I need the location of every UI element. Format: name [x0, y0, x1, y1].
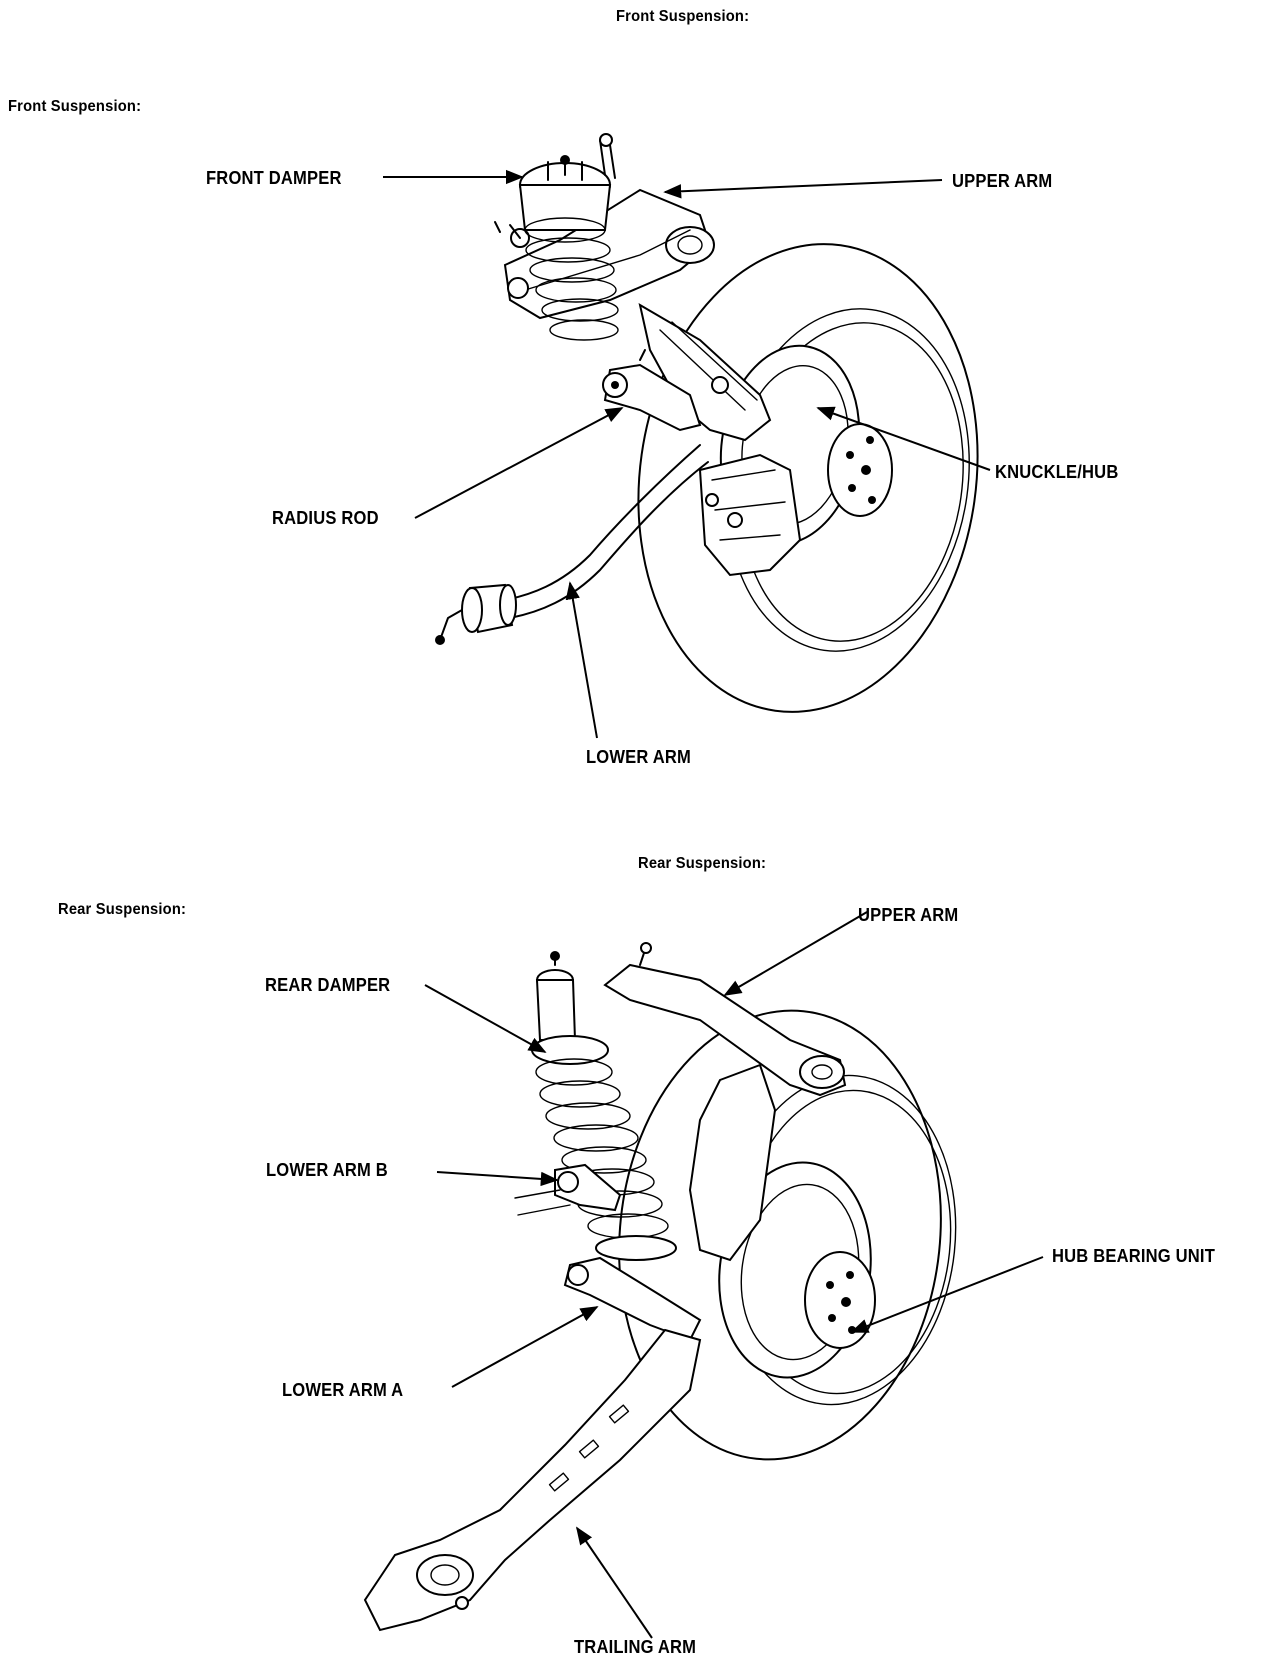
label-rear-upper-arm: UPPER ARM — [858, 905, 959, 925]
label-radius-rod: RADIUS ROD — [272, 508, 379, 528]
label-trailing-arm: TRAILING ARM — [574, 1637, 697, 1657]
front-section-title: Front Suspension: — [8, 98, 142, 115]
front-lower-arm — [435, 444, 709, 645]
label-knuckle-hub: KNUCKLE/HUB — [995, 462, 1119, 482]
rear-upper-arm — [603, 942, 847, 1097]
rear-leader-lines — [424, 911, 1044, 1639]
label-hub-bearing-unit: HUB BEARING UNIT — [1052, 1246, 1216, 1266]
rear-lower-arm-a — [563, 1256, 702, 1342]
front-page-header: Front Suspension: — [616, 8, 750, 25]
label-front-damper: FRONT DAMPER — [206, 168, 342, 188]
front-caliper — [698, 453, 802, 577]
front-suspension-drawing — [435, 133, 979, 713]
rear-trailing-arm — [363, 1328, 702, 1632]
front-tire — [637, 243, 979, 713]
front-leader-lines — [383, 169, 991, 739]
front-radius-rod — [602, 349, 702, 432]
rear-section-title: Rear Suspension: — [58, 901, 187, 918]
label-rear-damper: REAR DAMPER — [265, 975, 391, 995]
label-front-lower-arm: LOWER ARM — [586, 747, 691, 767]
label-lower-arm-b: LOWER ARM B — [266, 1160, 388, 1180]
rear-suspension-drawing — [363, 942, 957, 1632]
label-lower-arm-a: LOWER ARM A — [282, 1380, 404, 1400]
rear-damper — [531, 951, 677, 1261]
rear-knuckle — [688, 1063, 777, 1262]
label-front-upper-arm: UPPER ARM — [952, 171, 1053, 191]
rear-hub-bearing-unit — [804, 1251, 876, 1349]
rear-page-header: Rear Suspension: — [638, 855, 767, 872]
rear-lower-arm-b — [514, 1163, 622, 1216]
front-damper — [518, 133, 619, 341]
